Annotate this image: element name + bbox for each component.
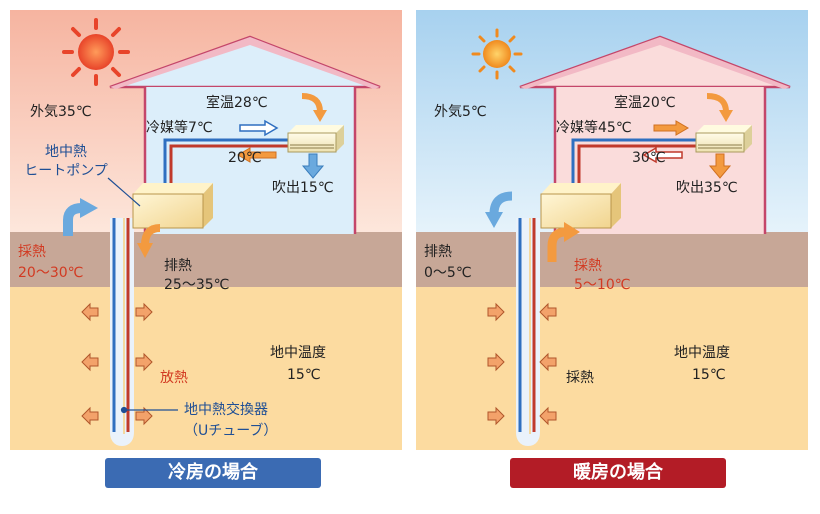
heating-outside-air-label: 外気5℃ [434, 104, 487, 120]
heating-ground-loop [516, 218, 540, 447]
sun-icon [62, 18, 130, 86]
collect-curved-arrow-icon [547, 222, 580, 262]
heating-collect-ground-label: 採熱 [566, 370, 594, 386]
cooling-return-temp-label: 20℃ [228, 150, 262, 166]
cooling-ground-loop [110, 218, 134, 447]
heating-room-temp-label: 室温20℃ [614, 95, 676, 111]
heating-ground-temp-label: 地中温度 [674, 345, 730, 361]
cooling-collect-temp: 20〜30℃ [18, 265, 84, 281]
heating-banner: 暖房の場合 [510, 458, 726, 488]
exhaust-curved-arrow-icon [137, 224, 161, 258]
arrow-right-icon [239, 119, 279, 137]
leader-lines [107, 177, 178, 414]
arrow-right-icon [653, 120, 689, 136]
arrow-down-icon [708, 153, 732, 179]
cooling-refrigerant-pipes [163, 138, 290, 198]
cooling-refrigerant-label: 冷媒等7℃ [146, 120, 213, 136]
cooling-release-label: 放熱 [160, 370, 188, 386]
indoor-unit [695, 125, 752, 153]
heating-refrigerant-label: 冷媒等45℃ [556, 120, 632, 136]
cooling-exhaust-label: 排熱 [164, 258, 192, 274]
cooling-soil-top [10, 232, 402, 287]
curved-arrow-icon [301, 93, 327, 122]
cooling-ground-temp-label: 地中温度 [270, 345, 326, 361]
cooling-collect-label: 採熱 [18, 244, 46, 260]
cooling-exhaust-temp: 25〜35℃ [164, 277, 230, 293]
exhaust-curved-arrow-icon [485, 191, 513, 228]
heat-pump-label: 地中熱 ヒートポンプ [24, 144, 108, 179]
cooling-panel [10, 10, 402, 450]
heating-panel [416, 10, 808, 450]
cooling-soil [10, 287, 402, 450]
cooling-outlet-label: 吹出15℃ [272, 180, 334, 196]
heating-outlet-label: 吹出35℃ [676, 180, 738, 196]
arrow-left-icon [237, 147, 277, 163]
curved-arrow-icon [706, 93, 733, 122]
exchanger-label: 地中熱交換器 [184, 402, 268, 418]
heating-soil [416, 287, 808, 450]
indoor-unit [287, 125, 344, 153]
cooling-ground-temp: 15℃ [287, 367, 321, 383]
ground-heat-arrows [487, 302, 557, 426]
heating-soil-top [416, 232, 808, 287]
arrow-down-icon [301, 153, 325, 179]
upward-curved-arrow-icon [63, 198, 98, 236]
heating-collect-label: 採熱 [574, 258, 602, 274]
ground-heat-arrows [81, 302, 153, 426]
exchanger-sub-label: （Uチューブ） [184, 423, 278, 439]
sun-icon [471, 28, 523, 80]
cooling-outside-air-label: 外気35℃ [30, 104, 92, 120]
heat-pump-unit [540, 183, 621, 229]
heating-exhaust-label: 排熱 [424, 244, 452, 260]
heating-refrigerant-pipes [571, 138, 698, 198]
heating-return-temp-label: 30℃ [632, 150, 666, 166]
cooling-room-temp-label: 室温28℃ [206, 95, 268, 111]
heating-exhaust-temp: 0〜5℃ [424, 265, 472, 281]
heating-collect-temp: 5〜10℃ [574, 277, 631, 293]
arrow-left-icon [642, 146, 683, 164]
cooling-banner: 冷房の場合 [105, 458, 321, 488]
heating-ground-temp: 15℃ [692, 367, 726, 383]
heat-pump-unit [132, 183, 213, 229]
